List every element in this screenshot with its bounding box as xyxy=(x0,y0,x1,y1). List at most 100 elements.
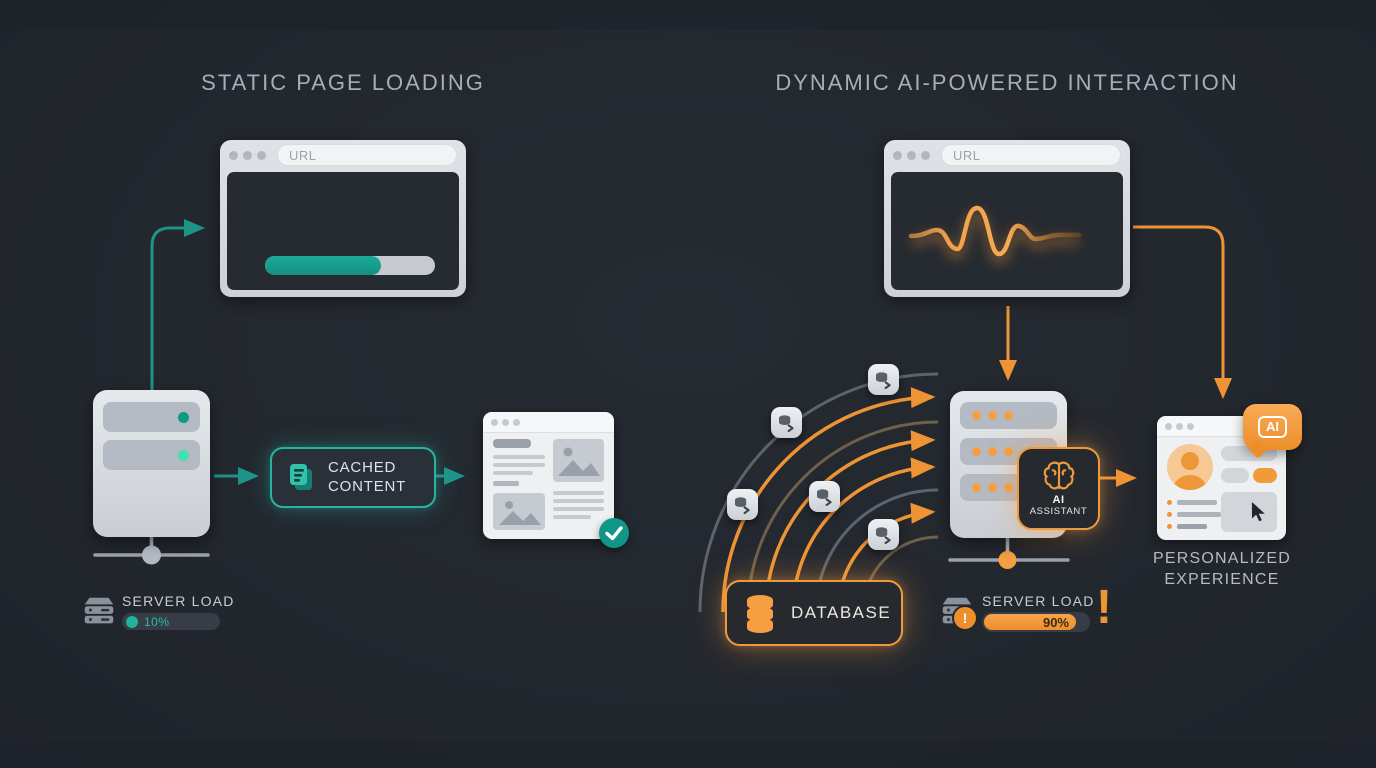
window-dot-icon xyxy=(1176,422,1183,430)
status-led-icon xyxy=(972,447,981,456)
static-browser-window: URL xyxy=(220,140,466,297)
url-bar: URL xyxy=(941,144,1121,166)
data-transfer-icon xyxy=(809,481,840,512)
loading-progress-track xyxy=(265,256,435,275)
window-dot-icon xyxy=(893,150,902,160)
text-line-placeholder xyxy=(1177,524,1207,529)
right-server-load-label: SERVER LOAD xyxy=(982,593,1095,609)
window-dot-icon xyxy=(907,150,916,160)
content-panel-placeholder xyxy=(1221,492,1277,532)
data-transfer-icon xyxy=(868,519,899,550)
cached-content-label-line1: CACHED xyxy=(328,458,397,476)
status-led-icon xyxy=(178,412,189,423)
window-dot-icon xyxy=(243,150,252,160)
loading-progress-fill xyxy=(265,256,381,275)
page-preview-titlebar xyxy=(483,412,614,433)
ai-assistant-label-line1: AI xyxy=(1052,494,1065,506)
brain-icon xyxy=(1043,461,1074,490)
browser-titlebar: URL xyxy=(884,140,1130,170)
ai-bubble-label: AI xyxy=(1258,416,1287,438)
top-letterbox-bar xyxy=(0,0,1376,30)
window-dot-icon xyxy=(1187,422,1194,430)
status-led-icon xyxy=(988,483,997,492)
left-server-load-label: SERVER LOAD xyxy=(122,593,235,609)
right-server-load-gauge: 90% xyxy=(982,612,1090,632)
personalized-page-preview xyxy=(1157,416,1286,540)
text-line-placeholder xyxy=(1177,500,1217,505)
status-led-icon xyxy=(988,411,997,420)
browser-viewport xyxy=(227,172,459,290)
status-led-icon xyxy=(1004,411,1013,420)
text-line-placeholder xyxy=(553,491,604,495)
success-check-icon xyxy=(599,518,629,548)
window-dot-icon xyxy=(229,150,238,160)
right-server-load-fill: 90% xyxy=(984,614,1076,630)
data-transfer-icon xyxy=(771,407,802,438)
dynamic-browser-window: URL xyxy=(884,140,1130,297)
window-dot-icon xyxy=(513,418,520,426)
database-label: DATABASE xyxy=(791,603,892,622)
text-line-placeholder xyxy=(493,455,545,459)
cached-document-icon xyxy=(290,463,312,490)
right-column-title: DYNAMIC AI-POWERED INTERACTION xyxy=(775,70,1239,95)
highlighted-pill-placeholder xyxy=(1253,468,1277,483)
warning-badge-icon: ! xyxy=(952,605,978,631)
overload-exclamation: ! xyxy=(1096,581,1112,634)
data-transfer-icon xyxy=(868,364,899,395)
content-pill-placeholder xyxy=(1221,468,1249,483)
text-line-placeholder xyxy=(553,507,604,511)
left-server-load-icon xyxy=(80,595,118,627)
browser-viewport xyxy=(891,172,1123,290)
bullet-dot-icon xyxy=(1167,500,1172,505)
bullet-dot-icon xyxy=(1167,512,1172,517)
left-server-load-gauge: 10% xyxy=(122,613,220,630)
user-avatar xyxy=(1167,444,1213,490)
text-line-placeholder xyxy=(553,515,591,519)
caption-line2: EXPERIENCE xyxy=(1164,570,1280,588)
heading-placeholder xyxy=(493,439,531,448)
orange-flow-arrows xyxy=(999,225,1232,487)
ai-waveform-icon xyxy=(908,205,1082,264)
text-line-placeholder xyxy=(493,471,533,475)
image-placeholder xyxy=(493,493,545,530)
left-column-title: STATIC PAGE LOADING xyxy=(201,70,485,95)
bottom-letterbox-bar xyxy=(0,741,1376,768)
text-line-placeholder xyxy=(493,481,519,486)
status-led-icon xyxy=(972,483,981,492)
status-led-icon xyxy=(1004,483,1013,492)
right-network-link xyxy=(948,537,1070,569)
text-line-placeholder xyxy=(553,499,604,503)
text-line-placeholder xyxy=(493,463,545,467)
load-indicator-dot-icon xyxy=(126,615,138,628)
static-page-preview xyxy=(483,412,614,539)
window-dot-icon xyxy=(491,418,498,426)
personalized-experience-caption: PERSONALIZED EXPERIENCE xyxy=(1142,549,1302,591)
status-led-icon xyxy=(988,447,997,456)
status-led-icon xyxy=(178,450,189,461)
data-transfer-icon xyxy=(727,489,758,520)
browser-titlebar: URL xyxy=(220,140,466,170)
database-badge: DATABASE xyxy=(725,580,903,646)
cached-content-badge: CACHED CONTENT xyxy=(270,447,436,508)
cached-content-label-line2: CONTENT xyxy=(328,477,407,495)
window-dot-icon xyxy=(921,150,930,160)
static-server xyxy=(93,390,210,537)
ai-assistant-label-line2: ASSISTANT xyxy=(1029,506,1088,517)
image-placeholder xyxy=(553,439,604,482)
ai-assistant-badge: AI ASSISTANT xyxy=(1017,447,1100,530)
status-led-icon xyxy=(1004,447,1013,456)
bullet-dot-icon xyxy=(1167,524,1172,529)
left-network-link xyxy=(93,537,210,565)
text-line-placeholder xyxy=(1177,512,1221,517)
caption-line1: PERSONALIZED xyxy=(1153,550,1291,567)
window-dot-icon xyxy=(257,150,266,160)
left-server-load-value: 10% xyxy=(144,615,170,629)
cursor-pointer-icon xyxy=(1251,502,1265,522)
window-dot-icon xyxy=(1165,422,1172,430)
url-bar: URL xyxy=(277,144,457,166)
status-led-icon xyxy=(972,411,981,420)
database-cylinder-icon xyxy=(747,595,773,633)
window-dot-icon xyxy=(502,418,509,426)
